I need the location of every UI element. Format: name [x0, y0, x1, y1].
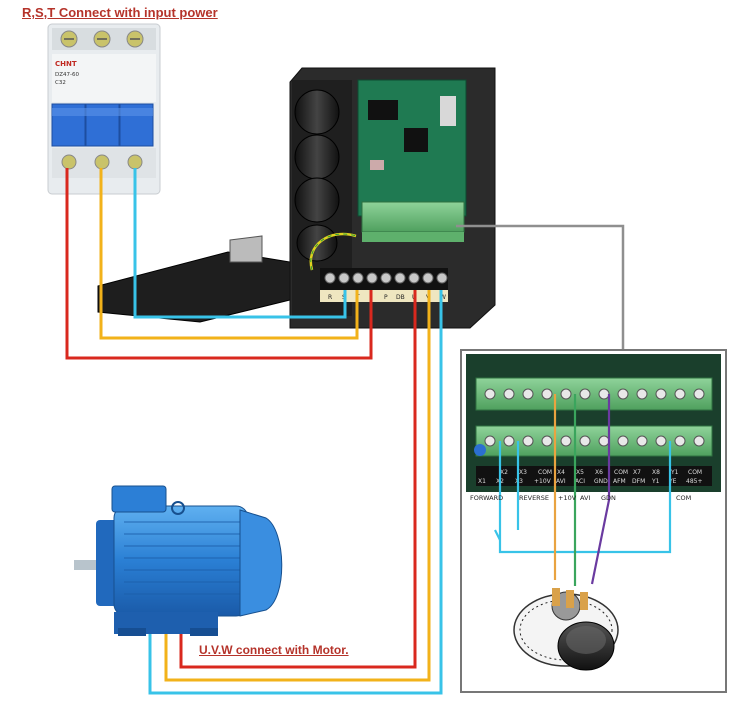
ct-bot-8: AFM — [613, 478, 626, 485]
gray-signal-wire — [456, 224, 625, 350]
vfd-term-label-1: R — [328, 294, 332, 301]
ct-top-11: COM — [688, 469, 702, 476]
ct-top-1: X2 — [500, 469, 508, 476]
com-label: COM — [676, 494, 691, 502]
avi-label: AVI — [580, 494, 590, 502]
ct-top-9: X8 — [652, 469, 660, 476]
ct-bot-10: Y1 — [651, 478, 660, 485]
gdn-label: GDN — [601, 494, 616, 502]
vfd-cover — [97, 235, 291, 323]
ct-top-4: X4 — [557, 469, 565, 476]
ct-top-7: COM — [614, 469, 628, 476]
breaker-model: DZ47-60 — [55, 72, 79, 78]
ct-top-8: X7 — [633, 469, 641, 476]
circuit-breaker: CHNT DZ47-60 C32 — [47, 23, 161, 195]
ct-bot-5: AVI — [556, 478, 566, 485]
motor-connection-title: U.V.W connect with Motor. — [199, 643, 349, 657]
ct-top-3: COM — [538, 469, 552, 476]
ct-bot-7: GND — [594, 478, 608, 485]
ct-bot-12: 485+ — [686, 478, 702, 485]
vfd-term-label-4: P — [384, 294, 388, 301]
ct-bot-9: DFM — [632, 478, 645, 485]
control-wires — [494, 394, 672, 586]
input-power-title: R,S,T Connect with input power — [22, 5, 218, 20]
breaker-rating: C32 — [55, 80, 66, 86]
output-wires — [148, 290, 443, 695]
potentiometer — [513, 588, 619, 671]
ct-top-6: X6 — [595, 469, 603, 476]
ct-bot-4: +10V — [534, 478, 552, 485]
reverse-label: REVERSE — [519, 494, 549, 502]
ct-top-10: Y1 — [670, 469, 679, 476]
ct-bot-1: X1 — [478, 478, 486, 485]
ct-top-5: X5 — [576, 469, 584, 476]
terminal-screws — [484, 388, 705, 447]
motor — [74, 485, 283, 636]
input-wires — [65, 168, 373, 360]
control-detail-box: X2 X3 COM X4 X5 X6 COM X7 X8 Y1 COM X1 X… — [460, 349, 727, 693]
breaker-brand: CHNT — [55, 60, 77, 68]
vfd-term-label-5: DB — [396, 294, 405, 301]
forward-label: FORWARD — [470, 494, 503, 502]
ct-bot-11: YE — [668, 478, 677, 485]
plus10v-label: +10V — [558, 494, 577, 502]
vfd-term-label-8: W — [440, 294, 446, 301]
vfd-power-terminals — [324, 272, 448, 284]
vfd-drive: R S T P DB U V W — [289, 67, 496, 329]
ct-bot-6: ACI — [575, 478, 585, 485]
ct-top-2: X3 — [519, 469, 527, 476]
